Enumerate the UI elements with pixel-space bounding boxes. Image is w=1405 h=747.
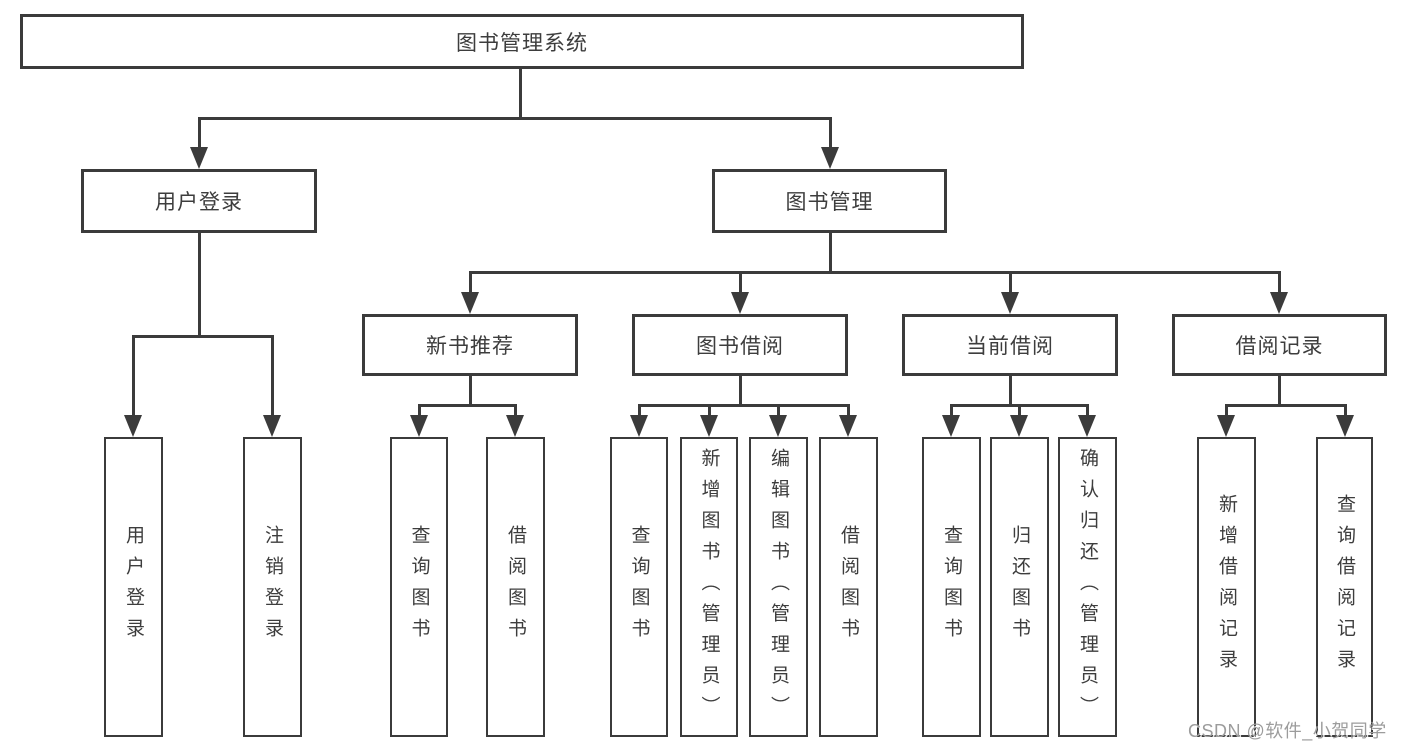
leaf-add-borrow-record: 新增借阅记录 xyxy=(1197,437,1256,737)
connector-line xyxy=(739,373,742,406)
connector-line xyxy=(1086,404,1089,417)
connector-line xyxy=(829,117,832,149)
connector-line xyxy=(1225,404,1346,407)
arrow-down-icon xyxy=(1010,415,1028,437)
leaf-label: 查询借阅记录 xyxy=(1334,494,1355,680)
leaf-query-books-recommend: 查询图书 xyxy=(390,437,448,737)
arrow-down-icon xyxy=(1001,292,1019,314)
connector-line xyxy=(1225,404,1228,417)
arrow-down-icon xyxy=(700,415,718,437)
connector-line xyxy=(418,404,517,407)
leaf-label: 注销登录 xyxy=(262,525,283,649)
connector-line xyxy=(777,404,780,417)
arrow-down-icon xyxy=(1336,415,1354,437)
leaf-borrow-books: 借阅图书 xyxy=(819,437,878,737)
leaf-label: 查询图书 xyxy=(941,525,962,649)
leaf-return-book: 归还图书 xyxy=(990,437,1049,737)
node-user-login: 用户登录 xyxy=(81,169,317,233)
arrow-down-icon xyxy=(630,415,648,437)
connector-line xyxy=(418,404,421,417)
node-book-management: 图书管理 xyxy=(712,169,947,233)
leaf-label: 借阅图书 xyxy=(505,525,526,649)
connector-line xyxy=(847,404,850,417)
connector-line xyxy=(198,117,201,149)
leaf-label: 归还图书 xyxy=(1009,525,1030,649)
arrow-down-icon xyxy=(731,292,749,314)
arrow-down-icon xyxy=(839,415,857,437)
connector-line xyxy=(950,404,953,417)
connector-line xyxy=(469,373,472,406)
node-borrow-records: 借阅记录 xyxy=(1172,314,1387,376)
arrow-down-icon xyxy=(1078,415,1096,437)
connector-line xyxy=(198,117,832,120)
arrow-down-icon xyxy=(506,415,524,437)
leaf-label: 借阅图书 xyxy=(838,525,859,649)
node-new-book-recommend: 新书推荐 xyxy=(362,314,578,376)
arrow-down-icon xyxy=(1217,415,1235,437)
arrow-down-icon xyxy=(263,415,281,437)
connector-line xyxy=(739,271,742,295)
connector-line xyxy=(519,69,522,119)
connector-line xyxy=(1009,271,1012,295)
connector-line xyxy=(132,335,274,338)
leaf-label: 查询图书 xyxy=(628,525,650,649)
connector-line xyxy=(638,404,850,407)
leaf-confirm-return-admin: 确认归还（管理员） xyxy=(1058,437,1117,737)
leaf-query-books-borrow: 查询图书 xyxy=(610,437,668,737)
connector-line xyxy=(1009,373,1012,406)
connector-line xyxy=(708,404,711,417)
leaf-query-borrow-record: 查询借阅记录 xyxy=(1316,437,1373,737)
leaf-label: 确认归还（管理员） xyxy=(1077,447,1098,727)
arrow-down-icon xyxy=(1270,292,1288,314)
connector-line xyxy=(1018,404,1021,417)
node-book-borrow: 图书借阅 xyxy=(632,314,848,376)
leaf-edit-book-admin: 编辑图书（管理员） xyxy=(749,437,808,737)
connector-line xyxy=(1344,404,1347,417)
arrow-down-icon xyxy=(410,415,428,437)
node-current-borrow: 当前借阅 xyxy=(902,314,1118,376)
connector-line xyxy=(829,233,832,273)
connector-line xyxy=(469,271,1281,274)
connector-line xyxy=(132,335,135,417)
leaf-label: 新增借阅记录 xyxy=(1216,494,1237,680)
arrow-down-icon xyxy=(769,415,787,437)
arrow-down-icon xyxy=(190,147,208,169)
arrow-down-icon xyxy=(942,415,960,437)
leaf-label: 用户登录 xyxy=(123,525,144,649)
leaf-label: 查询图书 xyxy=(408,525,430,649)
leaf-borrow-books-recommend: 借阅图书 xyxy=(486,437,545,737)
connector-line xyxy=(1278,271,1281,295)
csdn-watermark: CSDN @软件_小贺同学 xyxy=(1188,721,1387,741)
connector-line xyxy=(271,335,274,417)
connector-line xyxy=(514,404,517,417)
connector-line xyxy=(198,233,201,337)
leaf-logout: 注销登录 xyxy=(243,437,302,737)
arrow-down-icon xyxy=(461,292,479,314)
connector-line xyxy=(469,271,472,295)
leaf-query-books-current: 查询图书 xyxy=(922,437,981,737)
connector-line xyxy=(1278,373,1281,406)
node-library-system: 图书管理系统 xyxy=(20,14,1024,69)
arrow-down-icon xyxy=(821,147,839,169)
leaf-add-book-admin: 新增图书（管理员） xyxy=(680,437,738,737)
arrow-down-icon xyxy=(124,415,142,437)
leaf-label: 编辑图书（管理员） xyxy=(768,447,789,727)
leaf-label: 新增图书（管理员） xyxy=(698,447,720,727)
connector-line xyxy=(638,404,641,417)
leaf-user-login: 用户登录 xyxy=(104,437,163,737)
